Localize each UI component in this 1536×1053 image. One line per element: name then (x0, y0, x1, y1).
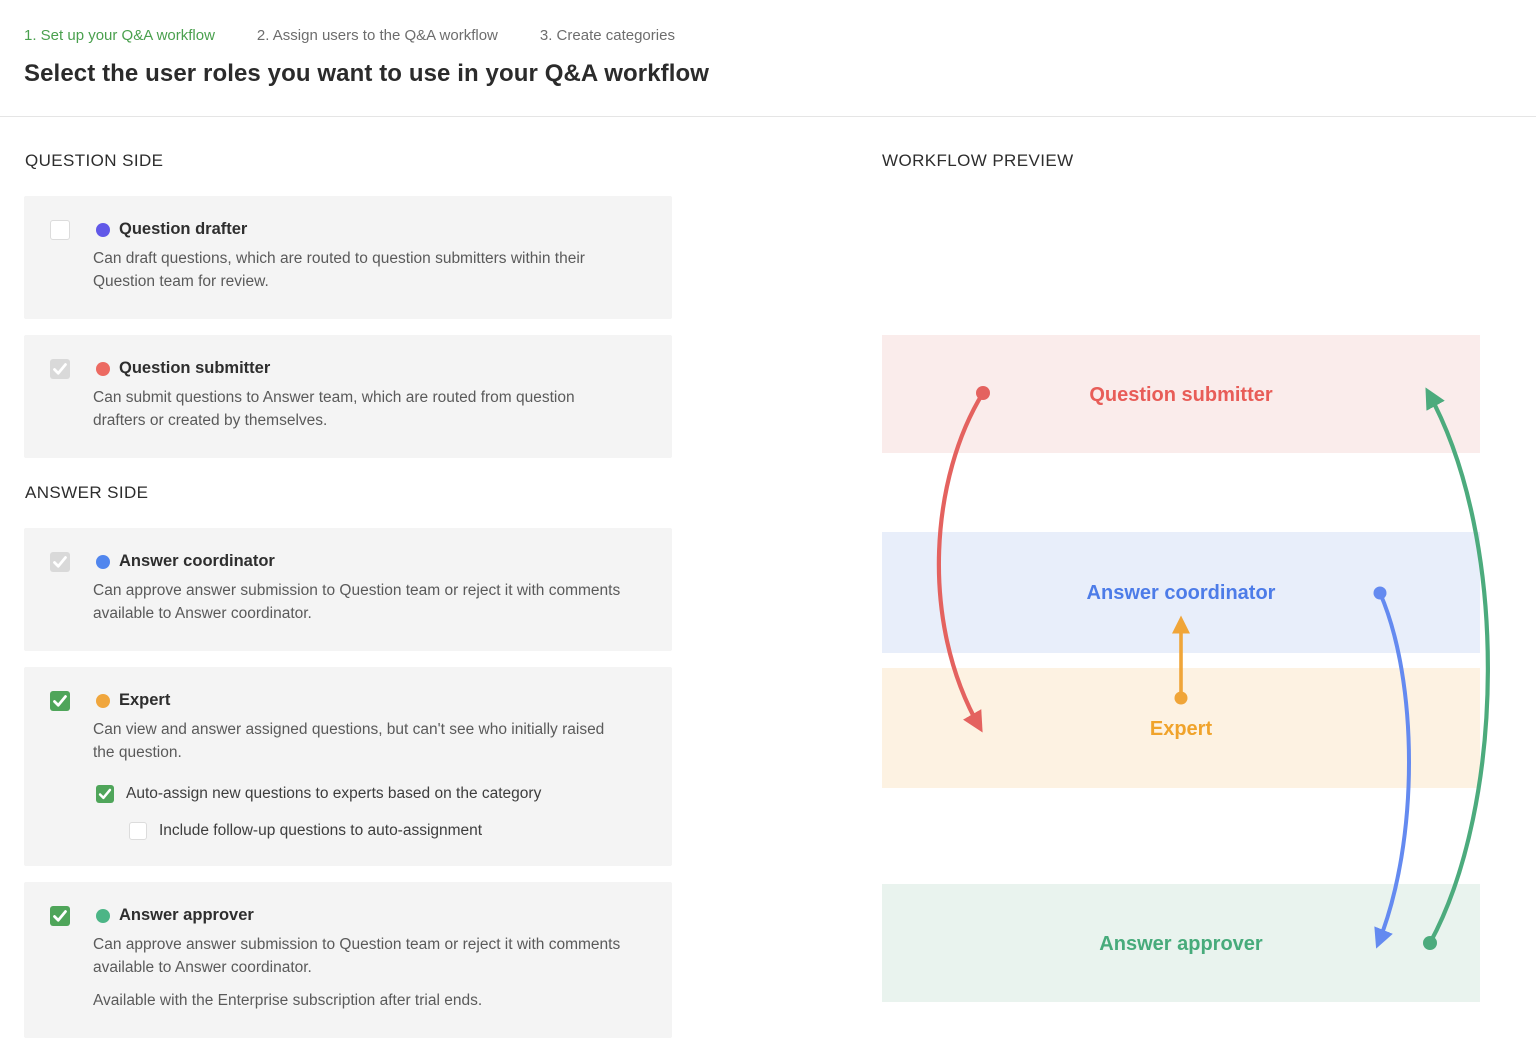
question-submitter-checkbox (50, 359, 70, 379)
auto-assign-label: Auto-assign new questions to experts bas… (126, 785, 542, 802)
auto-assign-checkbox[interactable] (96, 785, 114, 803)
step-1-setup[interactable]: 1. Set up your Q&A workflow (24, 27, 215, 44)
role-name: Expert (119, 691, 171, 709)
answer-side-heading: ANSWER SIDE (25, 483, 149, 502)
follow-up-option: Include follow-up questions to auto-assi… (129, 822, 652, 840)
follow-up-label: Include follow-up questions to auto-assi… (159, 822, 483, 839)
role-card-question-submitter: Question submitter Can submit questions … (24, 335, 672, 458)
role-description: Can approve answer submission to Questio… (93, 936, 621, 976)
arrow-answer-approver-to-question-submitter (1423, 387, 1490, 950)
enterprise-note: Available with the Enterprise subscripti… (93, 992, 483, 1009)
question-drafter-checkbox[interactable] (50, 220, 70, 240)
role-card-expert: Expert Can view and answer assigned ques… (24, 667, 672, 866)
role-name: Answer approver (119, 906, 254, 924)
arrow-expert-to-answer-coordinator (1172, 615, 1190, 705)
step-nav: 1. Set up your Q&A workflow 2. Assign us… (24, 27, 675, 44)
role-name: Question drafter (119, 220, 248, 238)
answer-coordinator-checkbox (50, 552, 70, 572)
role-card-question-drafter: Question drafter Can draft questions, wh… (24, 196, 672, 319)
expert-color-dot (96, 693, 110, 708)
role-name: Answer coordinator (119, 552, 275, 570)
step-2-assign-users[interactable]: 2. Assign users to the Q&A workflow (256, 27, 498, 44)
follow-up-checkbox[interactable] (129, 822, 147, 840)
page-title: Select the user roles you want to use in… (24, 60, 710, 87)
question-drafter-color-dot (96, 222, 110, 237)
question-submitter-color-dot (96, 361, 110, 376)
answer-approver-color-dot (96, 908, 110, 923)
arrow-question-submitter-to-expert (936, 386, 990, 733)
role-description: Can draft questions, which are routed to… (93, 250, 585, 290)
role-description: Can approve answer submission to Questio… (93, 582, 621, 622)
step-3-create-categories[interactable]: 3. Create categories (539, 27, 675, 44)
arrow-answer-coordinator-to-answer-approver (1373, 586, 1411, 949)
page-header: 1. Set up your Q&A workflow 2. Assign us… (0, 0, 1536, 117)
answer-approver-checkbox[interactable] (50, 906, 70, 926)
expert-checkbox[interactable] (50, 691, 70, 711)
label-expert: Expert (1150, 718, 1213, 740)
label-question-submitter: Question submitter (1089, 384, 1273, 406)
question-side-heading: QUESTION SIDE (25, 151, 164, 170)
role-description: Can submit questions to Answer team, whi… (93, 389, 575, 429)
role-name: Question submitter (119, 359, 271, 377)
workflow-preview-heading: WORKFLOW PREVIEW (882, 151, 1074, 170)
role-card-answer-approver: Answer approver Can approve answer submi… (24, 882, 672, 1038)
role-selection-column: QUESTION SIDE Question drafter Can draft… (24, 150, 672, 1046)
answer-coordinator-color-dot (96, 554, 110, 569)
workflow-preview-diagram: Question submitter Answer coordinator Ex… (882, 335, 1490, 1002)
role-description: Can view and answer assigned questions, … (93, 721, 605, 761)
label-answer-approver: Answer approver (1099, 933, 1263, 955)
role-card-answer-coordinator: Answer coordinator Can approve answer su… (24, 528, 672, 651)
label-answer-coordinator: Answer coordinator (1087, 582, 1276, 604)
auto-assign-option: Auto-assign new questions to experts bas… (96, 785, 652, 803)
